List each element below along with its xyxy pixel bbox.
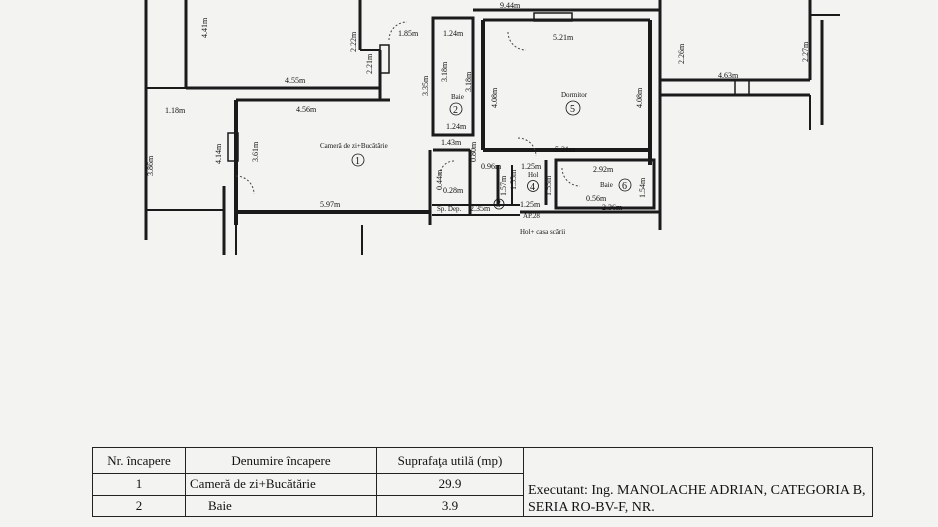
dim-label: 2.27m	[801, 41, 810, 62]
dim-label: 4.41m	[200, 17, 209, 38]
room-name-hall: Hol	[528, 171, 539, 179]
dim-label: 1.85m	[398, 29, 419, 38]
dim-label: 1.57m	[499, 175, 508, 196]
room-name-storage: Sp. Dep.	[437, 205, 462, 213]
room-name-bath1: Baie	[451, 93, 464, 101]
dim-label: 1.43m	[441, 138, 462, 147]
rooms-table: Nr. încapere Denumire încapere Suprafaţa…	[92, 446, 873, 517]
room-number-living: 1	[355, 156, 360, 167]
dim-label: 1.24m	[443, 29, 464, 38]
dim-label: 5.97m	[320, 200, 341, 209]
cell-usable-area: 3.9	[376, 494, 524, 517]
dim-label: 2.22m	[349, 31, 358, 52]
executant-info: Executant: Ing. MANOLACHE ADRIAN, CATEGO…	[523, 447, 873, 517]
room-name-bedroom: Dormitor	[561, 91, 588, 99]
dim-label: 2.35m	[470, 204, 491, 213]
room-name-bath2: Baie	[600, 181, 613, 189]
dim-label: 3.18m	[464, 71, 473, 92]
dim-label: 9.44m	[500, 1, 521, 10]
cell-usable-area: 29.9	[376, 473, 524, 496]
dim-label: 2.92m	[593, 165, 614, 174]
apartment-label: AP.28	[523, 212, 540, 220]
dim-label: 4.63m	[718, 71, 739, 80]
dim-label: 0.80m	[469, 141, 478, 162]
dim-label: 4.08m	[635, 87, 644, 108]
dim-label: 2.21m	[365, 53, 374, 74]
header-usable-area: Suprafaţa utilă (mp)	[376, 446, 524, 475]
room-number-storage: 3	[496, 199, 501, 210]
header-room-number: Nr. încapere	[92, 446, 186, 475]
dim-label: 5.21m	[555, 145, 576, 154]
dim-label: 3.86m	[146, 155, 155, 176]
dim-label: 3.61m	[251, 141, 260, 162]
plan-walls	[144, 0, 840, 255]
dim-label: 3.35m	[421, 75, 430, 96]
dim-label: 1.24m	[446, 122, 467, 131]
table-row: 2 Baie 3.9	[92, 494, 873, 517]
room-number-bath2: 6	[622, 181, 627, 192]
dim-label: 1.18m	[165, 106, 186, 115]
dim-label: 0.28m	[443, 186, 464, 195]
table-row: 1 Cameră de zi+Bucătărie 29.9	[92, 473, 873, 496]
room-number-bedroom: 5	[570, 104, 575, 115]
dim-label: 2.36m	[602, 203, 623, 212]
cell-room-number: 1	[92, 473, 186, 496]
dim-label: 4.55m	[285, 76, 306, 85]
dim-label: 1.55m	[544, 175, 553, 196]
room-labels: Cameră de zi+Bucătărie 1 Baie 2 Sp. Dep.…	[320, 91, 632, 236]
header-room-name: Denumire încapere	[185, 446, 377, 475]
room-number-hall: 4	[530, 182, 535, 193]
dim-label: 0.44m	[435, 169, 444, 190]
dimension-labels: 4.41m 9.44m 1.85m 1.24m 2.22m 2.21m 3.35…	[146, 1, 810, 213]
dim-label: 0.96m	[481, 162, 502, 171]
dim-label: 4.14m	[214, 143, 223, 164]
cell-room-number: 2	[92, 494, 186, 517]
dim-label: 2.26m	[677, 43, 686, 64]
dim-label: 1.54m	[638, 177, 647, 198]
dim-label: 4.56m	[296, 105, 317, 114]
room-number-bath1: 2	[453, 105, 458, 116]
room-name-living: Cameră de zi+Bucătărie	[320, 142, 388, 150]
door-swings	[235, 21, 581, 195]
table-header-row: Nr. încapere Denumire încapere Suprafaţa…	[92, 446, 873, 517]
dim-label: 1.25m	[521, 162, 542, 171]
dim-label: 1.25m	[520, 200, 541, 209]
dim-label: 1.55m	[509, 169, 518, 190]
dim-label: 4.08m	[490, 87, 499, 108]
dim-label: 0.56m	[586, 194, 607, 203]
dim-label: 3.18m	[440, 61, 449, 82]
dim-label: 5.21m	[553, 33, 574, 42]
cell-room-name: Baie	[185, 494, 377, 517]
stair-hall-label: Hol+ casa scării	[520, 228, 565, 236]
cell-room-name: Cameră de zi+Bucătărie	[185, 473, 377, 496]
